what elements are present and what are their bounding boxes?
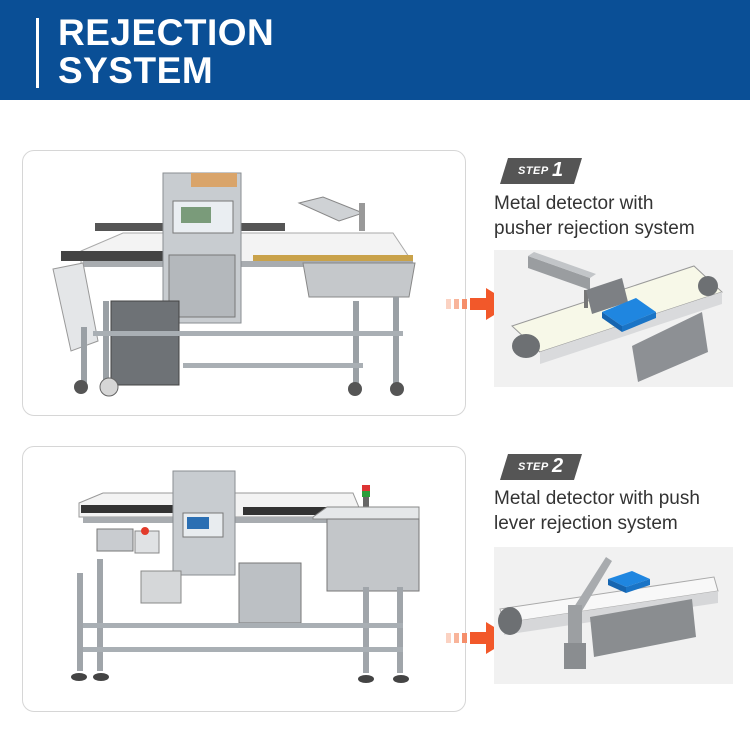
step-badge-icon [500,454,582,480]
page-title: REJECTION SYSTEM [58,14,274,90]
page-title-line2: SYSTEM [58,50,214,91]
pusher-rejection-illustration [494,250,733,387]
step1-description-line2: pusher rejection system [494,218,695,239]
header-banner: REJECTION SYSTEM [0,0,750,100]
step-badge-2: STEP 2 [500,454,582,480]
page-title-line1: REJECTION [58,12,275,53]
step-label: STEP [518,461,549,473]
machine-card-step1 [22,150,466,416]
step2-description: Metal detector with push lever rejection… [494,486,744,536]
push-lever-rejection-illustration [494,547,733,684]
step1-description: Metal detector with pusher rejection sys… [494,191,744,241]
step-number: 2 [552,455,564,477]
header-accent-bar [36,18,39,88]
step-number: 1 [552,159,564,181]
step1-description-line1: Metal detector with [494,193,654,214]
machine-card-step2 [22,446,466,712]
step-badge-1: STEP 1 [500,158,582,184]
step-label: STEP [518,165,549,177]
metal-detector-conveyor-lever-photo [71,470,420,683]
step2-description-line2: lever rejection system [494,513,678,534]
step-badge-icon [500,158,582,184]
metal-detector-conveyor-pusher-photo [52,172,416,397]
step2-description-line1: Metal detector with push [494,488,700,509]
